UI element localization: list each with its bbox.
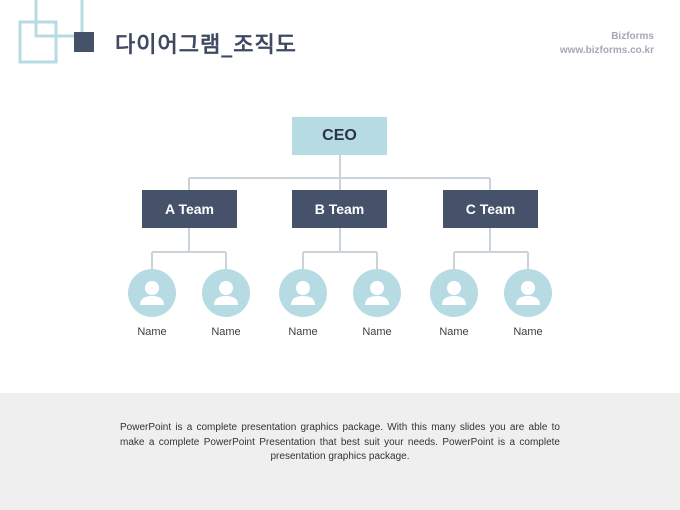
logo-square-outline-1 [18, 20, 58, 64]
ceo-box: CEO [292, 117, 387, 155]
page-title: 다이어그램_조직도 [115, 33, 297, 58]
person-icon [128, 269, 176, 317]
logo-square-outline-2 [34, 0, 84, 38]
person-icon [430, 269, 478, 317]
footer-band: PowerPoint is a complete presentation gr… [0, 393, 680, 510]
person-icon [202, 269, 250, 317]
footer-description: PowerPoint is a complete presentation gr… [120, 422, 560, 462]
logo-square-solid [74, 32, 94, 52]
org-chart: CEO A Team B Team C Team Name Name Name … [128, 117, 552, 338]
member-name: Name [211, 326, 241, 338]
team-a-box: A Team [142, 190, 237, 228]
connector-lines [151, 155, 529, 270]
member-name: Name [513, 326, 543, 338]
member-name: Name [362, 326, 392, 338]
logo-squares [18, 0, 94, 64]
member-name: Name [439, 326, 469, 338]
team-c-box: C Team [443, 190, 538, 228]
team-b-box: B Team [292, 190, 387, 228]
person-icon [504, 269, 552, 317]
brand-block: Bizforms www.bizforms.co.kr [560, 30, 654, 58]
member-name: Name [288, 326, 318, 338]
brand-name: Bizforms [611, 31, 654, 42]
member-name: Name [137, 326, 167, 338]
person-icon [353, 269, 401, 317]
person-icon [279, 269, 327, 317]
brand-url: www.bizforms.co.kr [559, 45, 654, 56]
